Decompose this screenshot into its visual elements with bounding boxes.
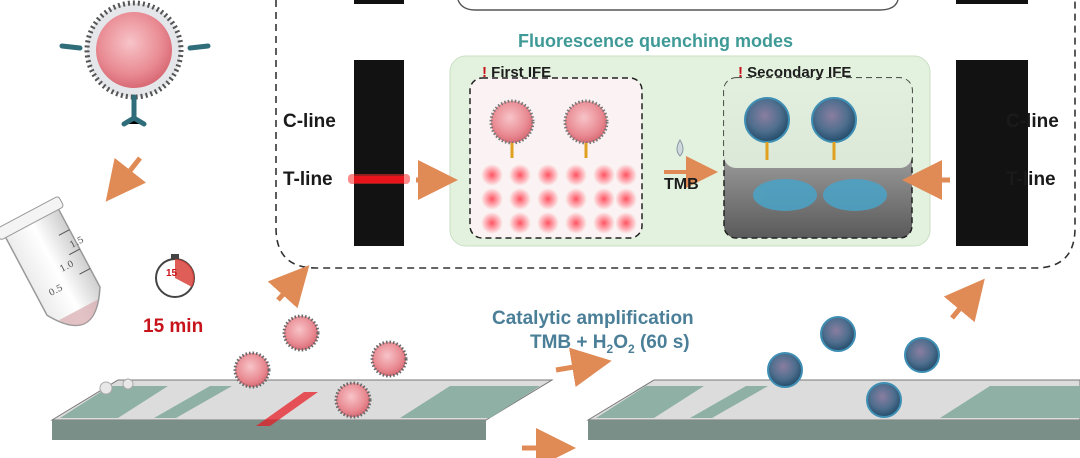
arrow-up-left <box>267 265 310 309</box>
left-t-line-band <box>354 176 404 183</box>
first-ife-glow-array <box>481 164 637 234</box>
amplification-title: Catalytic amplification <box>492 308 694 329</box>
aunp-antibody-probe <box>59 0 211 127</box>
left-test-strip <box>354 60 404 246</box>
secondary-ife-label: Secondary IFE <box>747 64 852 81</box>
oxtmb-clusters <box>753 179 887 211</box>
coated-probe <box>744 97 790 143</box>
coated-probe <box>904 337 940 373</box>
coated-probe <box>820 316 856 352</box>
aunp-probe <box>334 381 372 419</box>
top-strip-stub-left <box>354 0 404 4</box>
panel-title: Fluorescence quenching modes <box>518 31 794 51</box>
timer-value: 15 <box>166 268 178 279</box>
probe-link <box>510 143 588 158</box>
right-test-strip <box>956 60 1028 246</box>
tmb-droplet-icon <box>676 139 684 157</box>
right-c-line-label: C-line <box>1006 111 1059 132</box>
aunp-probe <box>233 351 271 389</box>
lateral-flow-strip-right <box>586 379 1080 440</box>
tmb-label: TMB <box>664 176 699 193</box>
first-ife-heading: ! First IFE <box>482 64 551 81</box>
arrow-up-right <box>943 278 985 323</box>
coated-probe <box>767 352 803 388</box>
aunp-probe <box>282 314 320 352</box>
lateral-flow-strip-left <box>50 379 554 440</box>
warning-icon: ! <box>482 64 487 81</box>
left-t-line-label: T-line <box>283 169 333 190</box>
incubation-time: 15 min <box>143 316 204 337</box>
arrow-down-to-tube <box>105 156 147 202</box>
centrifuge-tube <box>0 196 101 327</box>
aunp-probe <box>370 340 408 378</box>
warning-icon: ! <box>738 64 743 81</box>
panel-top-box <box>457 0 899 11</box>
coated-probe <box>866 382 902 418</box>
dashed-panel-border <box>275 0 1076 269</box>
aunp-probe <box>563 99 609 145</box>
sample-bubble <box>99 381 113 395</box>
sample-bubble <box>122 378 134 390</box>
amplification-reagents: TMB + H2O2 (60 s) <box>530 332 690 356</box>
right-t-line-label: T-line <box>1006 169 1056 190</box>
left-c-line-label: C-line <box>283 111 336 132</box>
aunp-probe <box>489 99 535 145</box>
secondary-ife-heading: ! Secondary IFE <box>738 64 851 81</box>
coated-probe <box>811 97 857 143</box>
arrow-to-amplified-strip <box>555 347 612 388</box>
first-ife-label: First IFE <box>491 64 552 81</box>
top-strip-stub <box>956 0 1028 4</box>
timer-icon <box>155 254 195 298</box>
